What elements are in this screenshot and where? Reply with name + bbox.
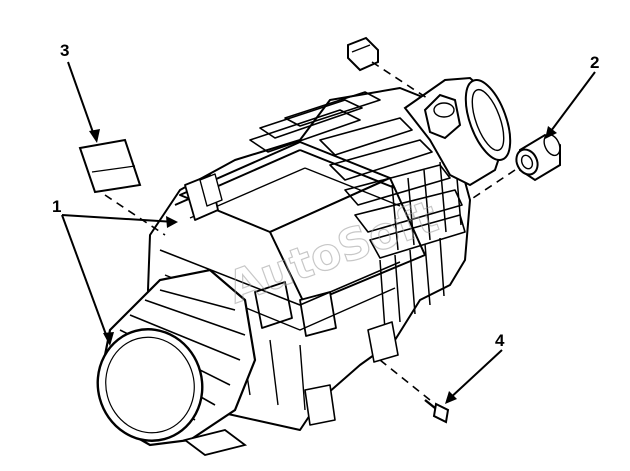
callout-1: 1: [52, 197, 61, 216]
callout-3: 3: [60, 41, 69, 60]
callout-2: 2: [590, 53, 599, 72]
outlet-duct: [403, 76, 512, 187]
intake-snorkel: [96, 268, 257, 456]
assembly-dashed-lines: [104, 61, 516, 401]
bolt-part-4: [424, 399, 450, 424]
sensor-connector: [347, 36, 379, 72]
callout-leaders: [61, 61, 596, 401]
callout-4: 4: [495, 331, 505, 350]
callout-arrowheads: [89, 126, 557, 404]
label-part-3: [78, 138, 142, 194]
grommet-part-2: [515, 133, 561, 182]
